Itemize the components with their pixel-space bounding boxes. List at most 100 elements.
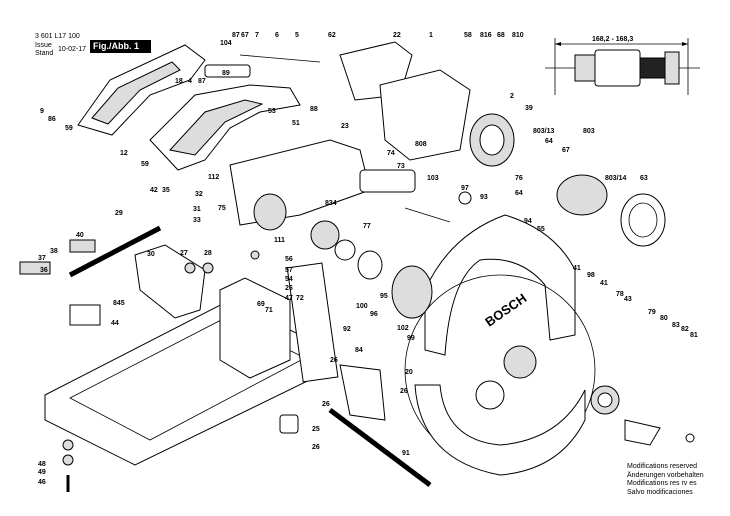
part-label: 26 [322, 401, 330, 408]
part-label: 104 [220, 40, 232, 47]
dimension-text: 168,2 - 168,3 [592, 36, 633, 43]
part-label: 93 [480, 194, 488, 201]
part-label: 75 [218, 205, 226, 212]
part-label: 35 [162, 187, 170, 194]
part-label: 42 [150, 187, 158, 194]
part-label: 98 [587, 272, 595, 279]
blade-logo: BOSCH [482, 290, 529, 329]
part-label: 39 [525, 105, 533, 112]
part-label: 63 [640, 175, 648, 182]
part-label: 4 [188, 78, 192, 85]
part-label: 33 [193, 217, 201, 224]
vise-assembly [19, 225, 206, 326]
part-label: 803 [583, 128, 595, 135]
part-label: 62 [328, 32, 336, 39]
part-label: 78 [616, 291, 624, 298]
part-label: 58 [464, 32, 472, 39]
figure-badge: Fig./Abb. 1 [90, 40, 151, 53]
part-callouts: 87 67 7 6 5 62 22 1 58 816 68 810 104 89… [38, 32, 698, 486]
part-label: 37 [38, 255, 46, 262]
part-label: 27 [180, 250, 188, 257]
part-label: 6 [275, 32, 279, 39]
part-label: 87 [232, 32, 240, 39]
part-label: 103 [427, 175, 439, 182]
part-label: 96 [370, 311, 378, 318]
loose-parts [62, 250, 432, 492]
part-label: 80 [660, 315, 668, 322]
part-label: 46 [38, 479, 46, 486]
part-label: 25 [312, 426, 320, 433]
part-label: 88 [310, 106, 318, 113]
modifications-line: Änderungen vorbehalten [627, 471, 704, 479]
part-label: 26 [400, 388, 408, 395]
part-label: 49 [38, 469, 46, 476]
part-label: 89 [222, 70, 230, 77]
part-label: 26 [312, 444, 320, 451]
stand-label: Stand [35, 50, 54, 57]
part-label: 48 [38, 461, 46, 468]
part-label: 9 [40, 108, 44, 115]
part-label: 99 [407, 335, 415, 342]
part-label: 2 [510, 93, 514, 100]
part-label: 69 [257, 301, 265, 308]
issue-label: Issue [35, 42, 52, 49]
part-label: 86 [48, 116, 56, 123]
part-label: 51 [292, 120, 300, 127]
part-label: 77 [363, 223, 371, 230]
upper-blade-guard: BOSCH [424, 214, 576, 356]
part-label: 59 [141, 161, 149, 168]
part-label: 112 [208, 174, 219, 181]
flange-parts [590, 385, 695, 446]
doc-number: 3 601 L17 100 [35, 33, 80, 40]
part-label: 55 [537, 226, 545, 233]
part-label: 26 [330, 357, 338, 364]
part-label: 30 [147, 251, 155, 258]
part-label: 91 [402, 450, 410, 457]
part-label: 43 [624, 296, 632, 303]
part-label: 68 [497, 32, 505, 39]
part-label: 845 [113, 300, 125, 307]
part-label: 29 [115, 210, 123, 217]
part-label: 67 [562, 147, 570, 154]
part-label: 32 [195, 191, 203, 198]
part-label: 41 [600, 280, 608, 287]
part-label: 97 [461, 185, 469, 192]
motor-housing [339, 41, 666, 247]
handle-assembly [77, 44, 321, 171]
part-label: 102 [397, 325, 409, 332]
part-label: 816 [480, 32, 492, 39]
part-label: 56 [285, 256, 293, 263]
part-label: 26 [285, 285, 293, 292]
part-label: 7 [255, 32, 259, 39]
part-label: 57 [285, 267, 293, 274]
part-label: 808 [415, 141, 427, 148]
part-label: 72 [296, 295, 304, 302]
part-label: 31 [193, 206, 201, 213]
part-label: 73 [397, 163, 405, 170]
part-label: 87 [198, 78, 206, 85]
part-label: 83 [672, 322, 680, 329]
part-label: 803/13 [533, 128, 555, 135]
modifications-line: Salvo modificaciones [627, 488, 693, 496]
modifications-line: Modifications reserved [627, 463, 698, 470]
part-label: 20 [405, 369, 413, 376]
part-label: 100 [356, 303, 368, 310]
modifications-notice: Modifications reserved Änderungen vorbeh… [627, 463, 704, 497]
part-label: 81 [690, 332, 698, 339]
part-label: 810 [512, 32, 524, 39]
part-label: 40 [76, 232, 84, 239]
part-label: 111 [274, 237, 285, 244]
part-label: 834 [325, 200, 337, 207]
part-label: 1 [429, 32, 433, 39]
part-label: 54 [285, 276, 293, 283]
blade-and-lower-guard [357, 250, 596, 476]
part-label: 23 [341, 123, 349, 130]
part-label: 12 [120, 150, 128, 157]
part-label: 64 [545, 138, 553, 145]
motor-dimension-inset: 168,2 - 168,3 [545, 36, 700, 95]
part-label: 41 [573, 265, 581, 272]
modifications-line: Modifications res rv es [627, 480, 697, 487]
part-label: 47 [285, 295, 293, 302]
part-label: 94 [524, 218, 532, 225]
